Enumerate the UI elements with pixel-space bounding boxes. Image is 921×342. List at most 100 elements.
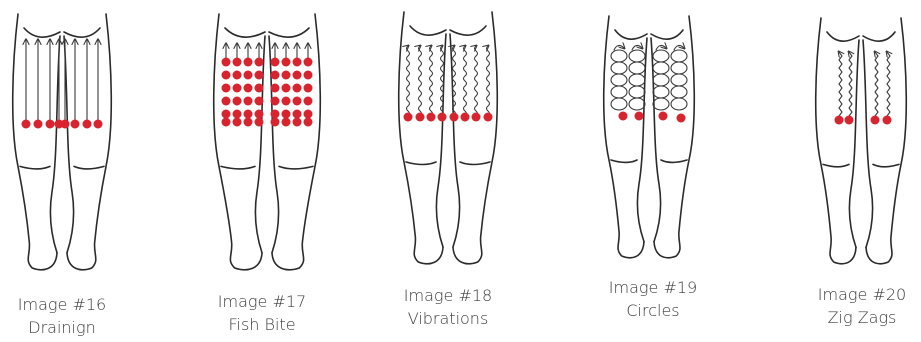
circle-loop <box>611 50 627 62</box>
circle-arrow <box>656 45 666 50</box>
caption-number: Image #17 <box>218 292 306 311</box>
fish-bite-dot <box>233 58 242 67</box>
left-knee-crease <box>611 160 637 162</box>
fish-bite-dot <box>304 118 313 127</box>
draining-arrows <box>22 40 103 129</box>
fish-bite-dots <box>222 44 313 127</box>
fish-bite-dot <box>222 118 231 127</box>
fish-bite-dot <box>255 110 264 119</box>
zigzag-dot <box>871 116 880 125</box>
zigzag-line <box>849 52 852 116</box>
caption-name: Fish Bite <box>228 315 295 334</box>
vibrations-waves <box>404 46 493 122</box>
circle-loop <box>611 98 627 110</box>
circle-arrow <box>632 45 642 50</box>
fish-bite-dot <box>304 97 313 106</box>
fish-bite-dot <box>304 110 313 119</box>
circle-loop <box>653 86 669 98</box>
fish-bite-dot <box>271 118 280 127</box>
left-leg-outline <box>399 12 443 264</box>
fish-bite-dot <box>282 58 291 67</box>
fish-bite-dot <box>255 84 264 93</box>
fish-bite-dot <box>304 71 313 80</box>
fish-bite-dot <box>282 84 291 93</box>
caption-number: Image #20 <box>818 285 906 304</box>
legs-vibrations-diagram-icon <box>399 12 498 264</box>
zigzag-line <box>875 52 878 116</box>
right-buttock-curve <box>863 32 895 41</box>
right-leg-inner-line <box>269 36 279 253</box>
panel-zigzags: Image #20 Zig Zags <box>816 18 907 327</box>
caption-number: Image #19 <box>609 278 697 297</box>
vibration-dot <box>461 113 470 122</box>
circle-loop <box>611 86 627 98</box>
fish-bite-dot <box>304 84 313 93</box>
fish-bite-dot <box>222 58 231 67</box>
caption-name: Vibrations <box>408 309 489 328</box>
zigzag-dot <box>845 116 854 125</box>
fish-bite-dot <box>244 58 253 67</box>
panel-draining: Image #16 Drainign <box>13 14 112 337</box>
left-leg-outline <box>604 16 644 258</box>
fish-bite-dot <box>233 110 242 119</box>
caption-name: Circles <box>626 301 679 320</box>
fish-bite-dot <box>271 71 280 80</box>
fish-bite-dot <box>222 110 231 119</box>
panel-circles: Image #19 Circles <box>604 16 697 320</box>
right-leg-inner-line <box>863 40 873 247</box>
fish-bite-dot <box>244 84 253 93</box>
circle-dot <box>677 114 686 123</box>
zigzag-line <box>887 52 890 116</box>
fish-bite-dot <box>282 97 291 106</box>
fish-bite-dot <box>304 58 313 67</box>
right-leg-outline <box>272 14 320 270</box>
circle-loop <box>629 62 645 74</box>
right-leg-outline <box>654 16 694 258</box>
fish-bite-dot <box>233 71 242 80</box>
caption-name: Drainign <box>28 318 95 337</box>
left-buttock-curve <box>827 32 859 41</box>
circle-dot <box>659 112 668 121</box>
circle-loop <box>671 74 687 86</box>
left-knee-crease <box>823 164 849 166</box>
fish-bite-dot <box>244 110 253 119</box>
circle-arrow <box>674 45 684 50</box>
vibration-wave <box>407 46 410 116</box>
fish-bite-dot <box>222 97 231 106</box>
circle-dot <box>635 112 644 121</box>
vibration-dot <box>438 113 447 122</box>
left-knee-crease <box>20 166 50 169</box>
fish-bite-dot <box>293 118 302 127</box>
caption-number: Image #18 <box>404 286 492 305</box>
right-knee-crease <box>279 166 313 169</box>
left-buttock-curve <box>225 28 265 37</box>
panel-fish-bite: Image #17 Fish Bite <box>214 14 321 334</box>
vibration-wave <box>430 46 433 116</box>
drain-dot <box>83 120 92 129</box>
fish-bite-dot <box>222 84 231 93</box>
legs-draining-diagram-icon <box>13 14 112 270</box>
drain-dot <box>22 120 31 129</box>
legs-circles-diagram-icon <box>604 16 695 258</box>
left-leg-inner-line <box>255 36 265 253</box>
left-knee-crease <box>406 162 436 165</box>
vibration-wave <box>419 46 422 116</box>
left-leg-inner-line <box>637 38 647 242</box>
fish-bite-dot <box>282 110 291 119</box>
fish-bite-dot <box>233 84 242 93</box>
fish-bite-dot <box>271 84 280 93</box>
vibration-dot <box>450 113 459 122</box>
circles-loops <box>611 45 687 122</box>
right-buttock-curve <box>64 28 100 37</box>
fish-bite-dot <box>282 118 291 127</box>
left-buttock-curve <box>410 26 446 35</box>
fish-bite-dot <box>282 71 291 80</box>
fish-bite-dot <box>233 118 242 127</box>
fish-bite-dot <box>293 97 302 106</box>
drain-dot <box>94 120 103 129</box>
vibration-dot <box>427 113 436 122</box>
drain-dot <box>71 120 80 129</box>
vibration-wave <box>487 46 490 116</box>
circle-loop <box>629 86 645 98</box>
right-knee-crease <box>460 162 490 165</box>
